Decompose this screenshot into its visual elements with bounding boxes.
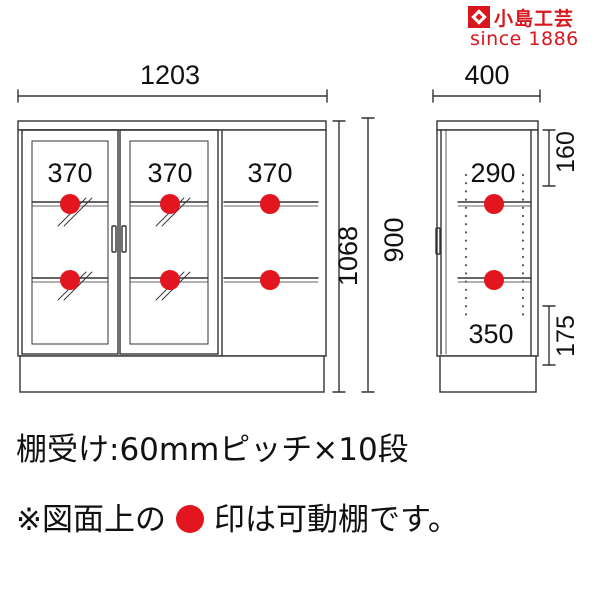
side-door-handle [435,227,441,255]
shelf-support-hole [521,206,525,209]
front-carcass [17,129,327,357]
brand-diamond-icon [468,6,490,28]
shelf-support-hole [464,247,468,250]
side-depth-label: 400 [464,60,509,90]
shelf-support-hole [521,198,525,201]
side-upper-height-label: 160 [552,131,580,173]
shelf-support-hole [464,288,468,291]
movable-shelf-marker [484,194,504,214]
movable-shelf-marker [160,270,180,290]
shelf-support-hole [464,239,468,242]
shelf-support-caption: 棚受け:60mmピッチ×10段 [16,432,409,468]
shelf-support-hole [521,223,525,226]
movable-shelf-marker [484,270,504,290]
shelf-support-hole [464,305,468,308]
side-lower-depth-label: 350 [468,319,513,349]
legend-text-before: ※図面上の [16,502,166,538]
movable-shelf-legend: ※図面上の 印は可動棚です。 [16,494,459,539]
front-body-height-label: 900 [379,217,409,262]
legend-red-dot-icon [175,505,204,533]
front-col3-width-label: 370 [247,158,292,188]
shelf-support-hole [521,296,525,300]
cabinet-dimension-drawing: 1203 370 370 370 1068 900 400 290 350 16… [17,60,580,393]
front-plinth [19,355,325,393]
front-top-board [17,120,327,131]
shelf-support-hole [521,305,525,308]
shelf-support-hole [464,214,468,218]
door-handle-center [121,225,127,253]
side-base-height-label: 175 [552,315,580,357]
front-col1-width-label: 370 [47,158,92,188]
front-width-label: 1203 [140,60,200,90]
shelf-support-hole [521,280,525,283]
shelf-support-hole [521,239,525,242]
shelf-support-hole [464,264,468,267]
legend-text-after: 印は可動棚です。 [213,502,459,538]
shelf-support-hole [521,190,525,193]
front-col2-width-label: 370 [147,158,192,188]
movable-shelf-marker [260,270,280,290]
shelf-support-hole [521,272,525,275]
shelf-support-hole [521,173,525,177]
shelf-support-hole [521,182,525,185]
side-plinth [439,355,537,393]
side-carcass [436,129,539,357]
shelf-support-hole [464,280,468,283]
movable-shelf-marker [160,194,180,214]
side-top-board [436,120,539,131]
brand-since: since 1886 [470,28,579,50]
movable-shelf-marker [260,194,280,214]
shelf-support-holes [464,173,525,316]
shelf-support-hole [521,255,525,259]
shelf-support-hole [464,231,468,234]
movable-shelf-marker [60,194,80,214]
shelf-support-hole [464,198,468,201]
shelf-support-hole [464,173,468,177]
movable-shelf-marker [60,270,80,290]
movable-shelf-markers [60,194,504,290]
brand-logo: 小島工芸 since 1886 [468,4,596,50]
door-handle-left [111,225,117,253]
side-upper-depth-label: 290 [470,158,515,188]
shelf-support-hole [464,296,468,300]
front-overall-height-label: 1068 [333,226,363,286]
shelf-support-hole [464,255,468,259]
shelf-support-hole [521,214,525,218]
shelf-support-hole [464,272,468,275]
shelf-support-hole [521,247,525,250]
shelf-support-hole [521,264,525,267]
shelf-support-hole [521,313,525,316]
shelf-support-hole [521,231,525,234]
shelf-support-hole [464,223,468,226]
side-view [432,89,556,393]
shelf-support-hole [464,190,468,193]
front-view [17,89,375,393]
shelf-support-hole [521,288,525,291]
shelf-support-hole [464,206,468,209]
shelf-support-hole [464,313,468,316]
shelf-support-hole [464,182,468,185]
brand-name: 小島工芸 [494,8,575,30]
